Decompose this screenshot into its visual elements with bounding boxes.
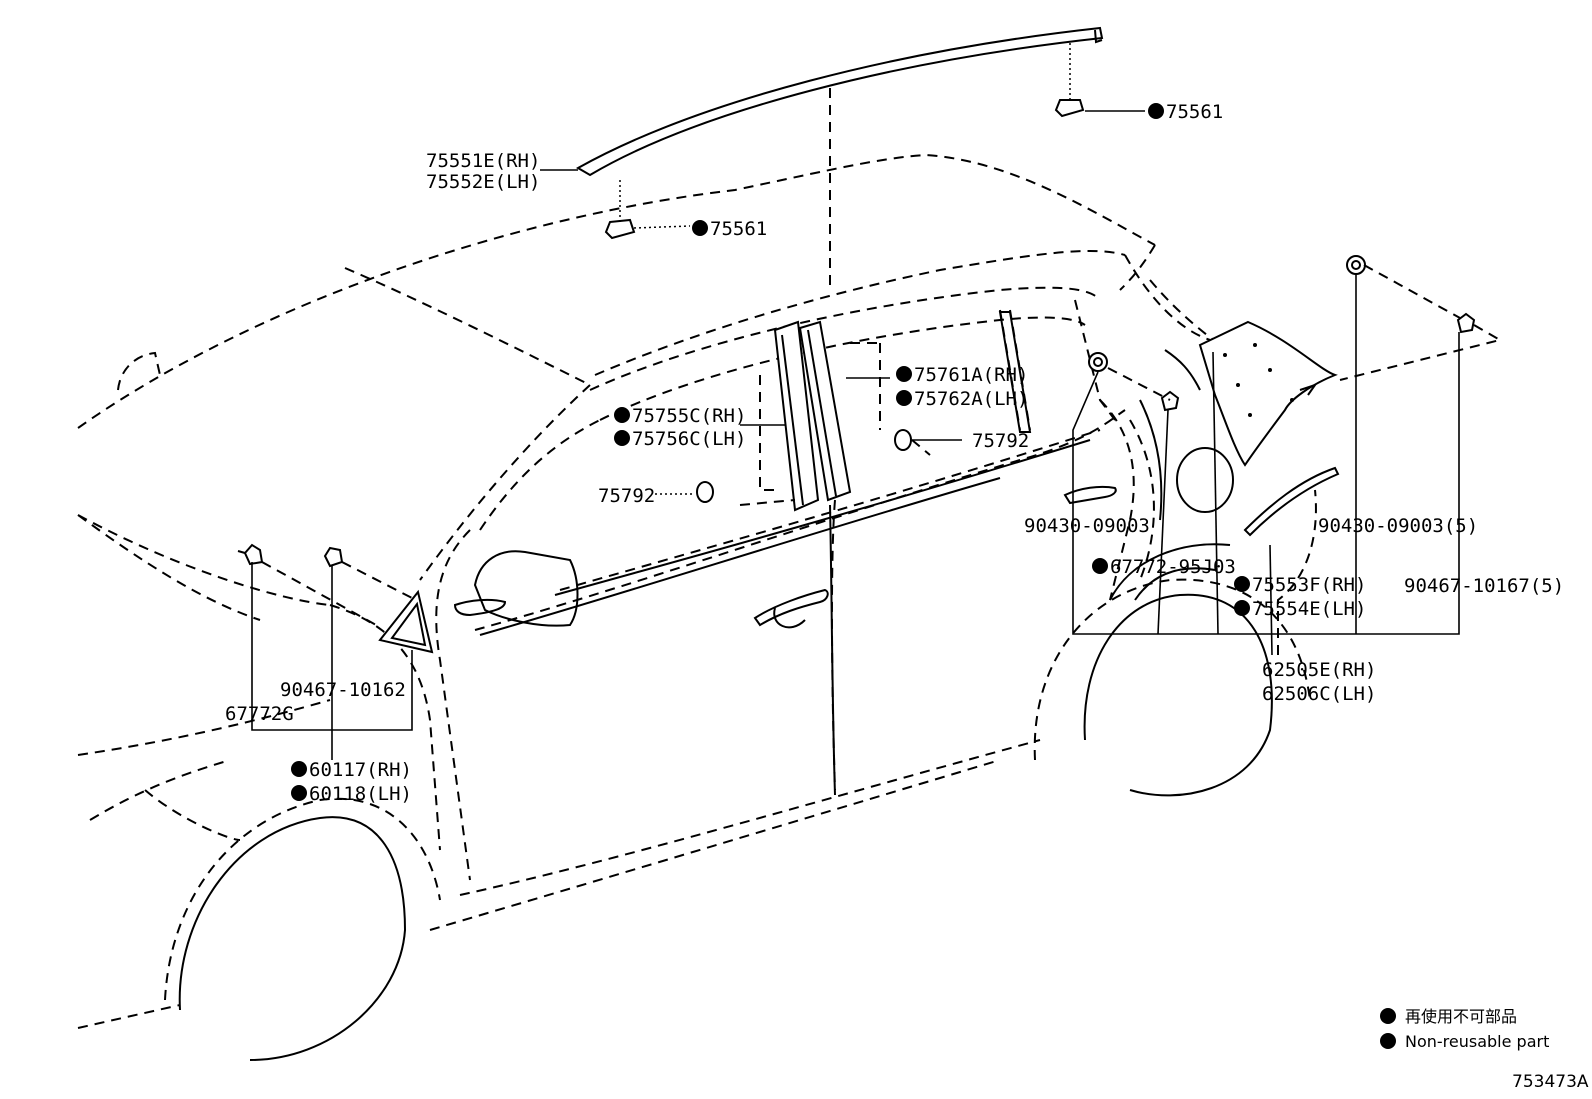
rear-clip-mid xyxy=(1160,390,1180,412)
label-pillar-rear-lh: 75762A(LH) xyxy=(914,388,1028,410)
non-reusable-mark xyxy=(1148,103,1164,119)
label-clip-top-right: 75561 xyxy=(1166,101,1223,123)
rear-quarter-molding xyxy=(1198,320,1340,537)
label-screw-left-a: 90430-09003 xyxy=(1024,515,1150,537)
label-garnish-lh: 60118(LH) xyxy=(309,783,412,805)
legend-marker xyxy=(1380,1033,1396,1049)
pillar-garnish-rear xyxy=(798,320,852,502)
car-body-outline xyxy=(77,153,1311,1029)
label-clip-front: 90467-10162 xyxy=(280,679,406,701)
non-reusable-mark xyxy=(1234,600,1250,616)
label-screw-right-b: 90467-10167(5) xyxy=(1404,575,1564,597)
label-molding-rh: 75553F(RH) xyxy=(1252,574,1366,596)
roof-rail-molding xyxy=(575,26,1104,177)
front-clip-right xyxy=(323,546,344,568)
diagram-code: 753473A xyxy=(1512,1072,1589,1092)
front-clip-left xyxy=(237,543,264,566)
rail-clip-left xyxy=(604,218,636,240)
legend-en: Non-reusable part xyxy=(1405,1032,1549,1051)
non-reusable-mark xyxy=(896,366,912,382)
rear-screw-top-left xyxy=(1088,352,1108,372)
part-labels: 75551E(RH) 75552E(LH) 75561 75561 75761A… xyxy=(225,101,1564,805)
legend-marker xyxy=(1380,1008,1396,1024)
label-clip-top-left: 75561 xyxy=(710,218,767,240)
label-pillar-front-lh: 75756C(LH) xyxy=(632,428,746,450)
label-clip-pillar-left: 75792 xyxy=(598,485,655,507)
label-fender-rh: 62505E(RH) xyxy=(1262,659,1376,681)
non-reusable-mark xyxy=(896,390,912,406)
label-screw-right-a: 90430-09003(5) xyxy=(1318,515,1478,537)
label-cover: 67772G xyxy=(225,703,294,725)
label-pillar-rear-rh: 75761A(RH) xyxy=(914,364,1028,386)
label-molding-lh: 75554E(LH) xyxy=(1252,598,1366,620)
label-clip-pillar-right: 75792 xyxy=(972,430,1029,452)
label-fender-lh: 62506C(LH) xyxy=(1262,683,1376,705)
non-reusable-mark xyxy=(614,407,630,423)
non-reusable-mark xyxy=(291,761,307,777)
label-pillar-front-rh: 75755C(RH) xyxy=(632,405,746,427)
label-garnish-rh: 60117(RH) xyxy=(309,759,412,781)
non-reusable-mark xyxy=(1092,558,1108,574)
legend: 再使用不可部品 Non-reusable part xyxy=(1380,1007,1549,1051)
pillar-clip-right xyxy=(894,429,912,451)
pillar-clip-left xyxy=(696,481,714,503)
body-detail-lines xyxy=(178,311,1273,1061)
front-corner-cover xyxy=(378,589,434,654)
rear-screw-top-right xyxy=(1346,255,1366,275)
legend-jp: 再使用不可部品 xyxy=(1405,1007,1517,1026)
label-pad: 67772-95J03 xyxy=(1110,556,1236,578)
non-reusable-mark xyxy=(614,430,630,446)
pillar-garnish-front xyxy=(773,320,820,512)
non-reusable-mark xyxy=(291,785,307,801)
rear-clip-right xyxy=(1456,312,1476,334)
label-rail-rh: 75551E(RH) xyxy=(426,150,540,172)
non-reusable-mark xyxy=(692,220,708,236)
non-reusable-mark xyxy=(1234,576,1250,592)
label-rail-lh: 75552E(LH) xyxy=(426,171,540,193)
leader-lines xyxy=(251,40,1503,760)
rail-clip-right xyxy=(1054,99,1085,118)
